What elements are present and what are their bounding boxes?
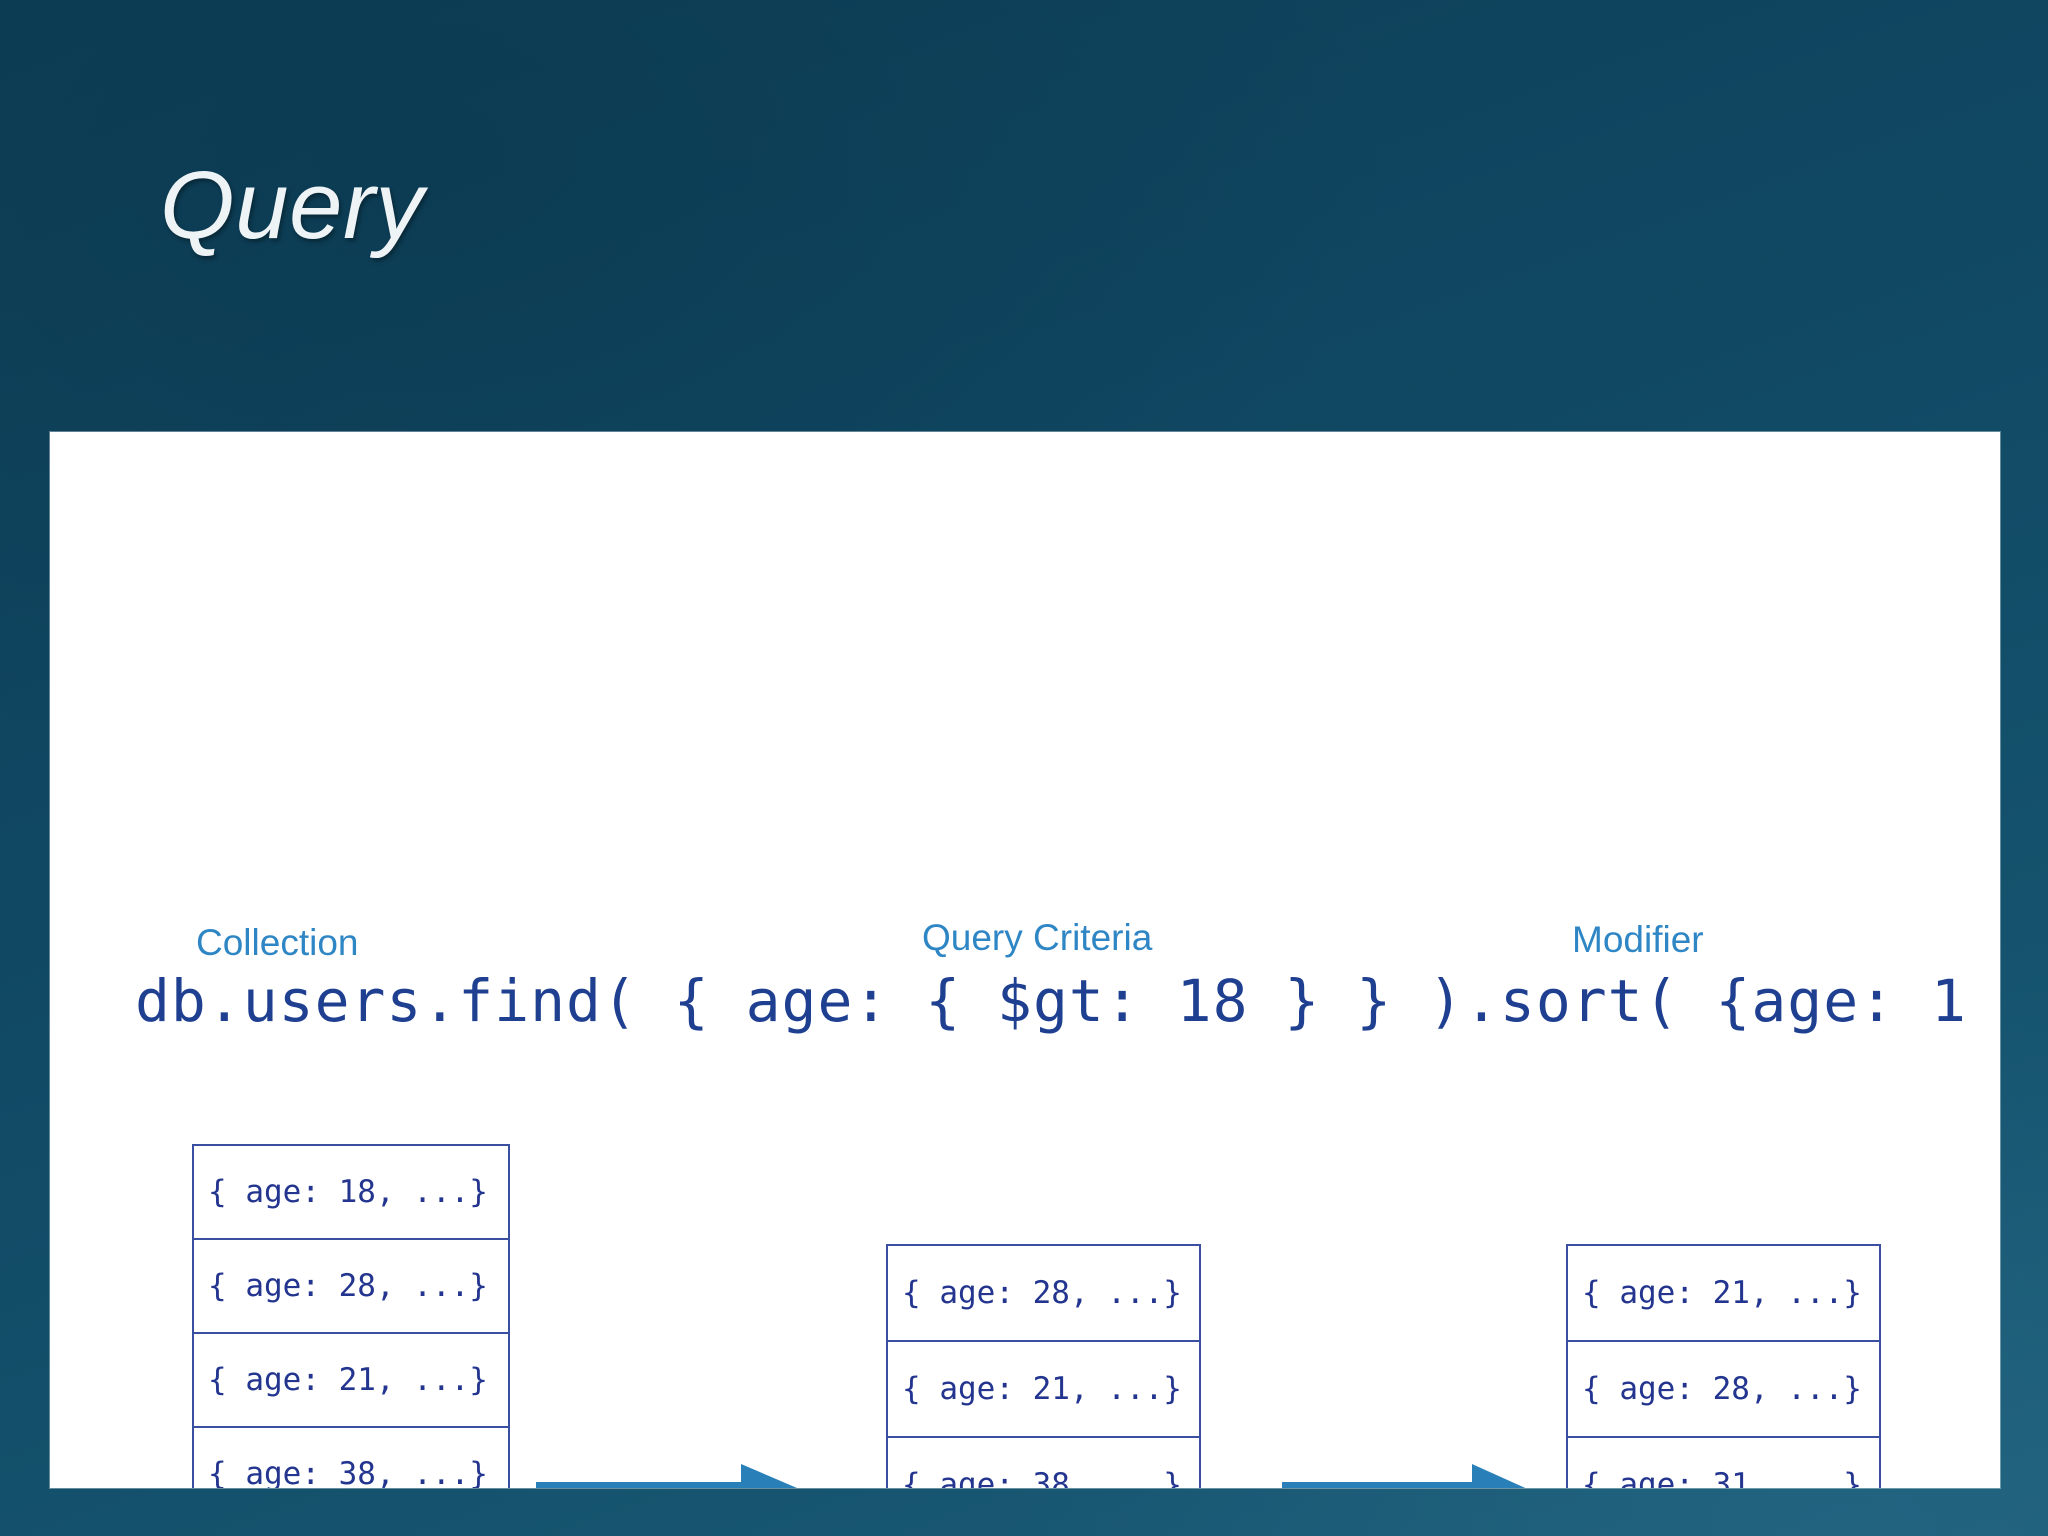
- collection-column-users: { age: 18, ...} { age: 28, ...} { age: 2…: [192, 1144, 510, 1488]
- document-list: { age: 21, ...} { age: 28, ...} { age: 3…: [1566, 1244, 1881, 1488]
- collection-column-matched: { age: 28, ...} { age: 21, ...} { age: 3…: [886, 1244, 1201, 1488]
- list-item: { age: 28, ...}: [194, 1240, 508, 1334]
- callout-query-criteria: Query Criteria: [922, 917, 1153, 958]
- diagram-panel: Collection Query Criteria Modifier db.us…: [50, 432, 2000, 1488]
- document-list: { age: 28, ...} { age: 21, ...} { age: 3…: [886, 1244, 1201, 1488]
- list-item: { age: 31, ...}: [1568, 1438, 1879, 1488]
- page-title: Query: [160, 152, 424, 259]
- callout-modifier: Modifier: [1572, 919, 1704, 960]
- document-list: { age: 18, ...} { age: 28, ...} { age: 2…: [192, 1144, 510, 1488]
- list-item: { age: 28, ...}: [1568, 1342, 1879, 1438]
- list-item: { age: 38, ...}: [888, 1438, 1199, 1488]
- list-item: { age: 28, ...}: [888, 1246, 1199, 1342]
- list-item: { age: 18, ...}: [194, 1146, 508, 1240]
- arrow-right-icon: [536, 1464, 797, 1488]
- flow-arrow-modifier: Modifier: [1282, 1462, 1534, 1488]
- list-item: { age: 21, ...}: [888, 1342, 1199, 1438]
- query-code-line: db.users.find( { age: { $gt: 18 } } ).so…: [135, 967, 2000, 1035]
- list-item: { age: 21, ...}: [194, 1334, 508, 1428]
- flow-arrow-query-criteria: Query Criteria: [536, 1462, 806, 1488]
- list-item: { age: 38, ...}: [194, 1428, 508, 1488]
- callout-collection: Collection: [196, 922, 359, 963]
- list-item: { age: 21, ...}: [1568, 1246, 1879, 1342]
- arrow-right-icon: [1282, 1464, 1526, 1488]
- collection-column-results: { age: 21, ...} { age: 28, ...} { age: 3…: [1566, 1244, 1881, 1488]
